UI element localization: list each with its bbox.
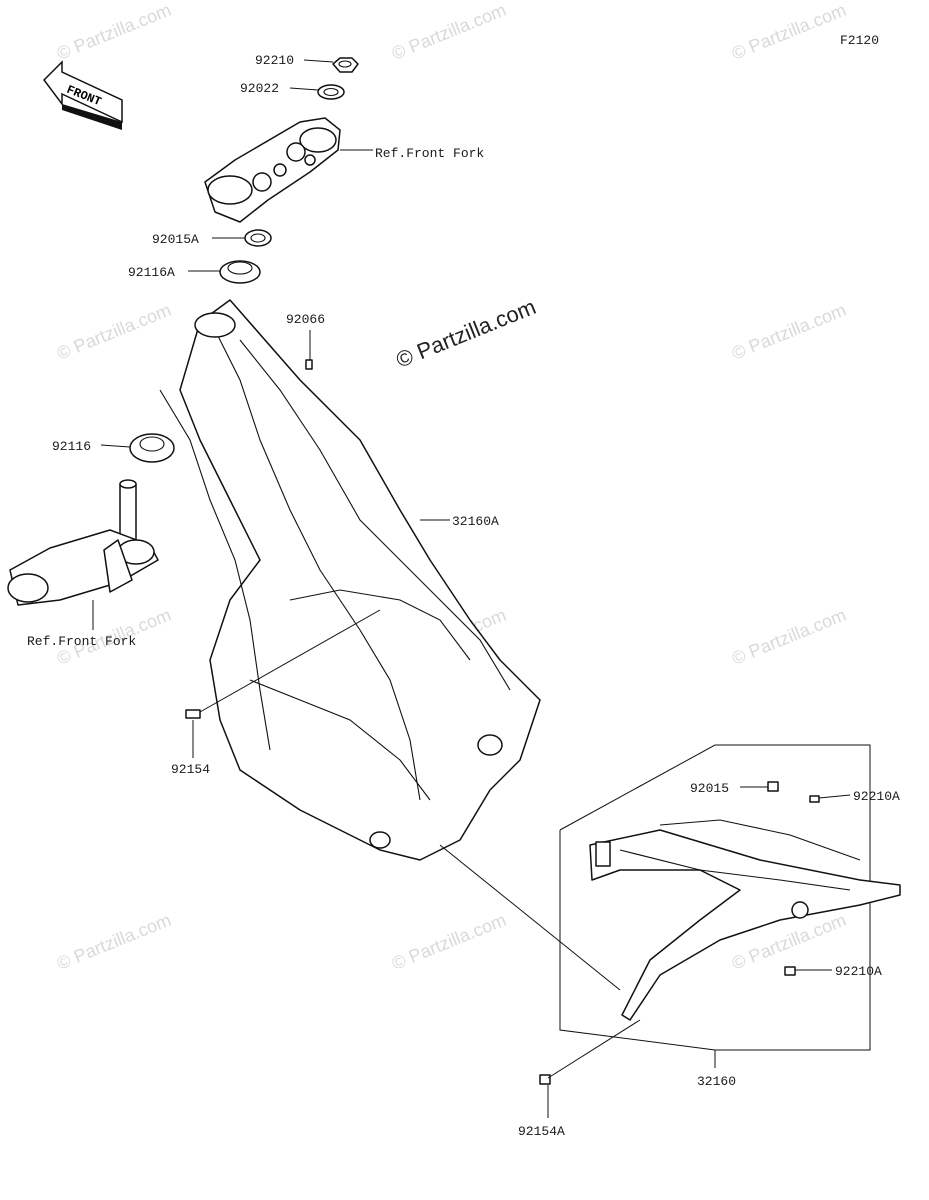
watermark: © Partzilla.com (54, 910, 174, 974)
upper-triple-clamp-icon (204, 117, 341, 223)
front-arrow-icon: FRONT (43, 60, 123, 130)
callout-92210a-bottom: 92210A (835, 964, 882, 979)
subframe-box (559, 744, 871, 1051)
steering-stem-icon (7, 479, 159, 606)
callout-92116a: 92116A (128, 265, 175, 280)
callout-92015: 92015 (690, 781, 729, 796)
watermark: © Partzilla.com (729, 300, 849, 364)
callout-92210a-top: 92210A (853, 789, 900, 804)
main-frame-icon (159, 299, 541, 861)
callout-ref-front-fork-bottom: Ref.Front Fork (27, 634, 136, 649)
watermark: © Partzilla.com (729, 0, 849, 64)
callout-92066: 92066 (286, 312, 325, 327)
diagram-code: F2120 (840, 33, 879, 48)
callout-32160a: 32160A (452, 514, 499, 529)
callout-92154a: 92154A (518, 1124, 565, 1139)
watermark: © Partzilla.com (54, 0, 174, 64)
callout-92022: 92022 (240, 81, 279, 96)
stem-nut-lower-icon (244, 229, 272, 247)
bolt-92154a-icon (539, 1074, 551, 1085)
bolt-92210a-top-icon (809, 795, 820, 803)
bolt-92210a-bottom-icon (784, 966, 796, 976)
rear-subframe-icon (589, 819, 901, 1021)
watermark-main: © Partzilla.com (393, 294, 540, 373)
bolt-92154-icon (185, 709, 201, 719)
watermark: © Partzilla.com (729, 605, 849, 669)
callout-92015a: 92015A (152, 232, 199, 247)
callout-ref-front-fork-top: Ref.Front Fork (375, 146, 484, 161)
stem-nut-icon (332, 57, 359, 73)
watermark: © Partzilla.com (54, 300, 174, 364)
leader-lines (92, 59, 851, 1118)
callout-32160: 32160 (697, 1074, 736, 1089)
bolt-small-icon (305, 359, 313, 370)
callout-92210: 92210 (255, 53, 294, 68)
callout-92116: 92116 (52, 439, 91, 454)
collar-92015-icon (767, 781, 779, 792)
washer-icon (317, 84, 345, 100)
callout-92154: 92154 (171, 762, 210, 777)
bearing-lower-icon (129, 433, 175, 463)
watermark: © Partzilla.com (389, 910, 509, 974)
bearing-upper-icon (219, 260, 261, 284)
watermark: © Partzilla.com (389, 0, 509, 64)
